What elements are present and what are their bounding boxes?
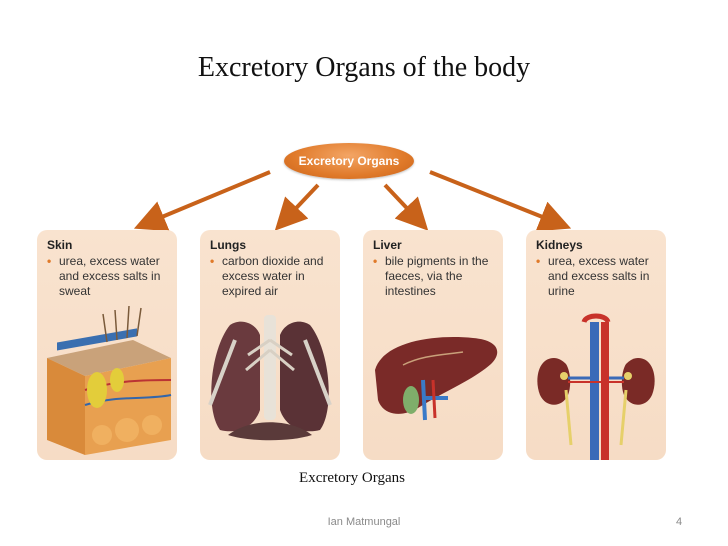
arrow-to-lungs: [274, 183, 320, 231]
figure-caption: Excretory Organs: [299, 470, 405, 486]
bullet-dot: •: [210, 254, 215, 268]
organ-text-skin: • urea, excess water and excess salts in…: [47, 254, 173, 299]
organ-description: urea, excess water and excess salts in s…: [59, 254, 161, 298]
organ-card-skin: Skin • urea, excess water and excess sal…: [37, 230, 177, 460]
liver-illustration: [375, 337, 498, 421]
organ-description: urea, excess water and excess salts in u…: [548, 254, 650, 298]
organ-text-liver: • bile pigments in the faeces, via the i…: [373, 254, 499, 299]
organ-name-skin: Skin: [47, 238, 73, 252]
arrow-to-kidneys: [429, 170, 572, 232]
organ-name-liver: Liver: [373, 238, 402, 252]
organ-card-kidneys: Kidneys • urea, excess water and excess …: [526, 230, 666, 460]
organ-name-kidneys: Kidneys: [536, 238, 583, 252]
organ-card-lungs: Lungs • carbon dioxide and excess water …: [200, 230, 340, 460]
arrow-to-liver: [383, 183, 429, 231]
organ-name-lungs: Lungs: [210, 238, 246, 252]
bullet-dot: •: [47, 254, 52, 268]
kidneys-illustration: [537, 313, 655, 460]
slide-title: Excretory Organs of the body: [197, 52, 531, 83]
slide-author: Ian Matmungal: [327, 516, 401, 528]
organ-card-liver: Liver • bile pigments in the faeces, via…: [363, 230, 503, 460]
organ-text-lungs: • carbon dioxide and excess water in exp…: [210, 254, 336, 299]
skin-illustration: [47, 305, 172, 455]
bullet-dot: •: [536, 254, 541, 268]
bullet-dot: •: [373, 254, 378, 268]
organ-description: bile pigments in the faeces, via the int…: [385, 254, 489, 298]
page-number: 4: [676, 516, 683, 528]
organ-description: carbon dioxide and excess water in expir…: [222, 254, 324, 298]
hub-excretory-organs: Excretory Organs: [284, 143, 414, 179]
lungs-illustration: [208, 315, 332, 441]
organ-text-kidneys: • urea, excess water and excess salts in…: [536, 254, 662, 299]
arrow-to-skin: [133, 170, 271, 232]
